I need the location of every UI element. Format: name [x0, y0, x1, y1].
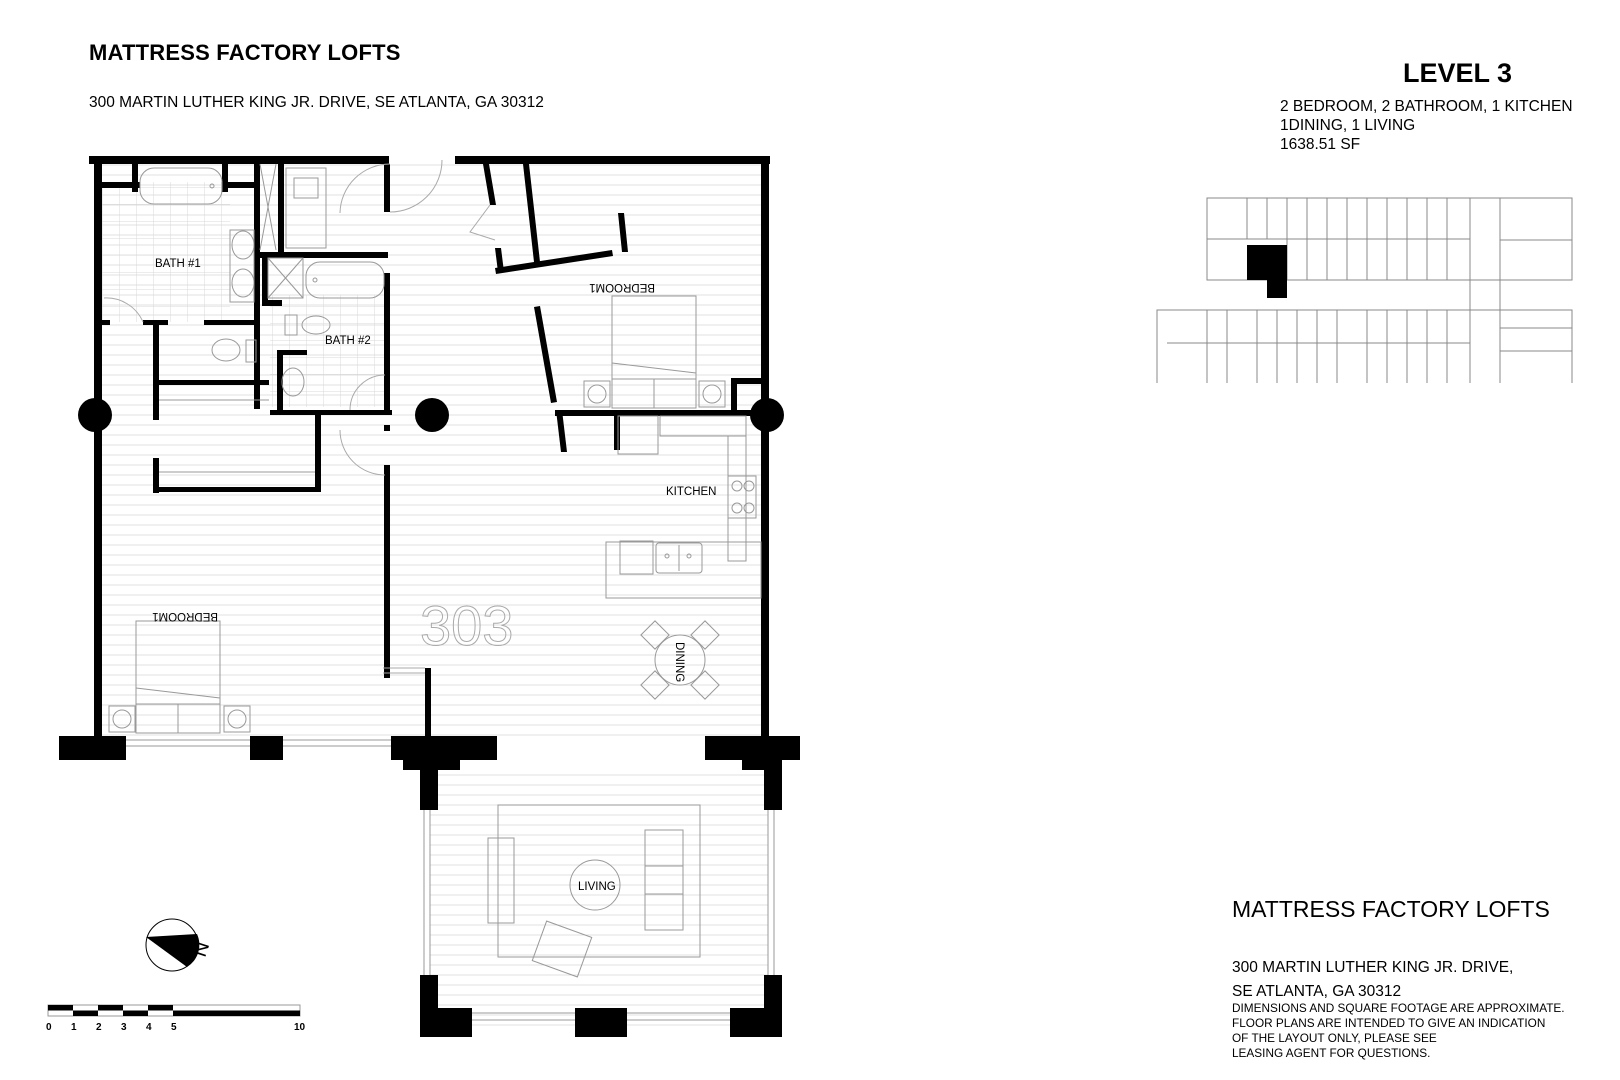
- room-label-bath2: BATH #2: [325, 335, 371, 347]
- level-label: LEVEL 3: [1402, 58, 1512, 88]
- unit-rooms-line1: 2 BEDROOM, 2 BATHROOM, 1 KITCHEN: [1280, 98, 1573, 115]
- room-label-bedroom-right: BEDROOM1: [589, 281, 655, 293]
- scale-bar: 0 1 2 3 4 5 10: [46, 1004, 306, 1033]
- north-label: N: [189, 939, 214, 960]
- building-address: 300 MARTIN LUTHER KING JR. DRIVE, SE ATL…: [89, 94, 544, 111]
- room-label-bath1: BATH #1: [155, 258, 201, 270]
- room-label-living: LIVING: [578, 881, 616, 893]
- scale-tick-4: 4: [146, 1022, 152, 1033]
- unit-area: 1638.51 SF: [1280, 136, 1361, 153]
- disclaimer: DIMENSIONS AND SQUARE FOOTAGE ARE APPROX…: [1232, 1001, 1565, 1061]
- unit-highlight: [1247, 245, 1287, 280]
- room-label-kitchen: KITCHEN: [666, 486, 716, 498]
- scale-tick-3: 3: [121, 1022, 127, 1033]
- building-title: MATTRESS FACTORY LOFTS: [89, 40, 401, 65]
- unit-number: 303: [420, 594, 513, 657]
- footer-title: MATTRESS FACTORY LOFTS: [1232, 896, 1550, 922]
- room-label-dining: DINING: [673, 642, 685, 682]
- scale-tick-2: 2: [96, 1022, 102, 1033]
- disclaimer-line: FLOOR PLANS ARE INTENDED TO GIVE AN INDI…: [1232, 1016, 1546, 1030]
- scale-tick-5: 5: [171, 1022, 177, 1033]
- floor-plan: 303 BATH #1 BATH #2 KITCHEN LIVING BEDRO…: [46, 156, 800, 1037]
- room-label-bedroom-left: BEDROOM1: [152, 610, 218, 622]
- key-plan: [1156, 197, 1573, 383]
- disclaimer-line: OF THE LAYOUT ONLY, PLEASE SEE: [1232, 1031, 1437, 1045]
- scale-tick-0: 0: [46, 1022, 52, 1033]
- footer-address-line1: 300 MARTIN LUTHER KING JR. DRIVE,: [1232, 959, 1514, 976]
- disclaimer-line: LEASING AGENT FOR QUESTIONS.: [1232, 1046, 1431, 1060]
- north-arrow-icon: N: [145, 918, 214, 972]
- unit-rooms-line2: 1DINING, 1 LIVING: [1280, 117, 1416, 134]
- footer-address: 300 MARTIN LUTHER KING JR. DRIVE, SE ATL…: [1232, 956, 1513, 1004]
- unit-summary: 2 BEDROOM, 2 BATHROOM, 1 KITCHEN 1DINING…: [1280, 97, 1573, 154]
- scale-tick-10: 10: [294, 1022, 306, 1033]
- disclaimer-line: DIMENSIONS AND SQUARE FOOTAGE ARE APPROX…: [1232, 1001, 1565, 1015]
- scale-tick-1: 1: [71, 1022, 77, 1033]
- footer-address-line2: SE ATLANTA, GA 30312: [1232, 983, 1402, 1000]
